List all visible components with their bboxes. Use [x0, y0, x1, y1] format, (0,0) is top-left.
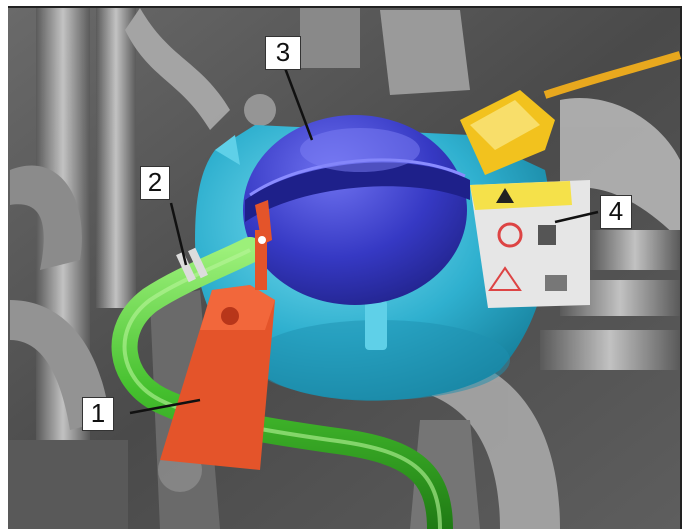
callout-1: 1 — [82, 397, 114, 431]
read-manual-icon — [538, 225, 556, 245]
callout-4: 4 — [600, 195, 632, 229]
callout-3: 3 — [265, 36, 301, 70]
callout-2: 2 — [140, 166, 170, 200]
warning-label — [470, 180, 590, 308]
